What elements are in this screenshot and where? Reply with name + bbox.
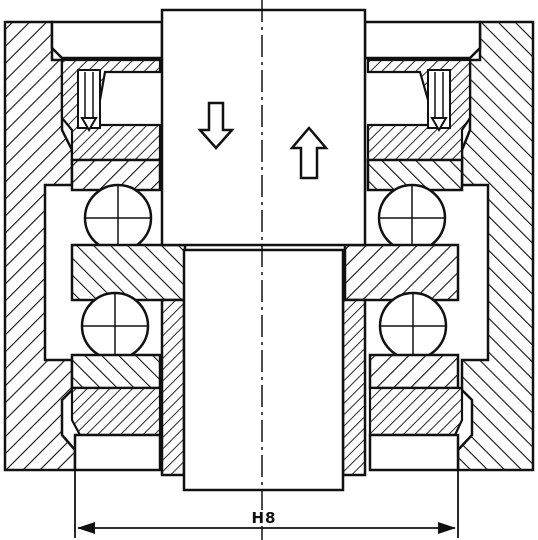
ball-upper-left — [83, 183, 153, 253]
dimension-arrowhead-right — [438, 522, 456, 534]
ball-lower-right — [378, 291, 448, 361]
inner-race-middle-right — [343, 243, 460, 302]
dimension-label: H8 — [252, 509, 277, 527]
bottom-flange-right — [368, 433, 460, 472]
top-cover-right — [363, 20, 482, 60]
screw-tip-left — [80, 117, 98, 132]
bottom-seal-right — [368, 386, 464, 437]
down-arrow-icon — [197, 101, 235, 150]
sleeve-right — [341, 298, 367, 477]
outer-race-lower-right — [368, 353, 460, 390]
lower-shaft — [182, 248, 345, 492]
outer-race-lower-left — [70, 353, 162, 390]
screw-tip-right — [430, 117, 448, 132]
upper-shaft — [160, 8, 367, 247]
seal-right — [366, 58, 472, 162]
up-arrow-icon — [289, 126, 329, 180]
sleeve-left — [160, 298, 186, 477]
seal-left — [60, 58, 162, 162]
bottom-flange-left — [73, 433, 162, 472]
ball-lower-left — [80, 291, 150, 361]
bottom-seal-left — [70, 386, 162, 437]
inner-race-middle-left — [70, 243, 187, 302]
top-cover-left — [50, 20, 164, 60]
dimension-arrowhead-left — [77, 522, 95, 534]
ball-upper-right — [377, 183, 447, 253]
